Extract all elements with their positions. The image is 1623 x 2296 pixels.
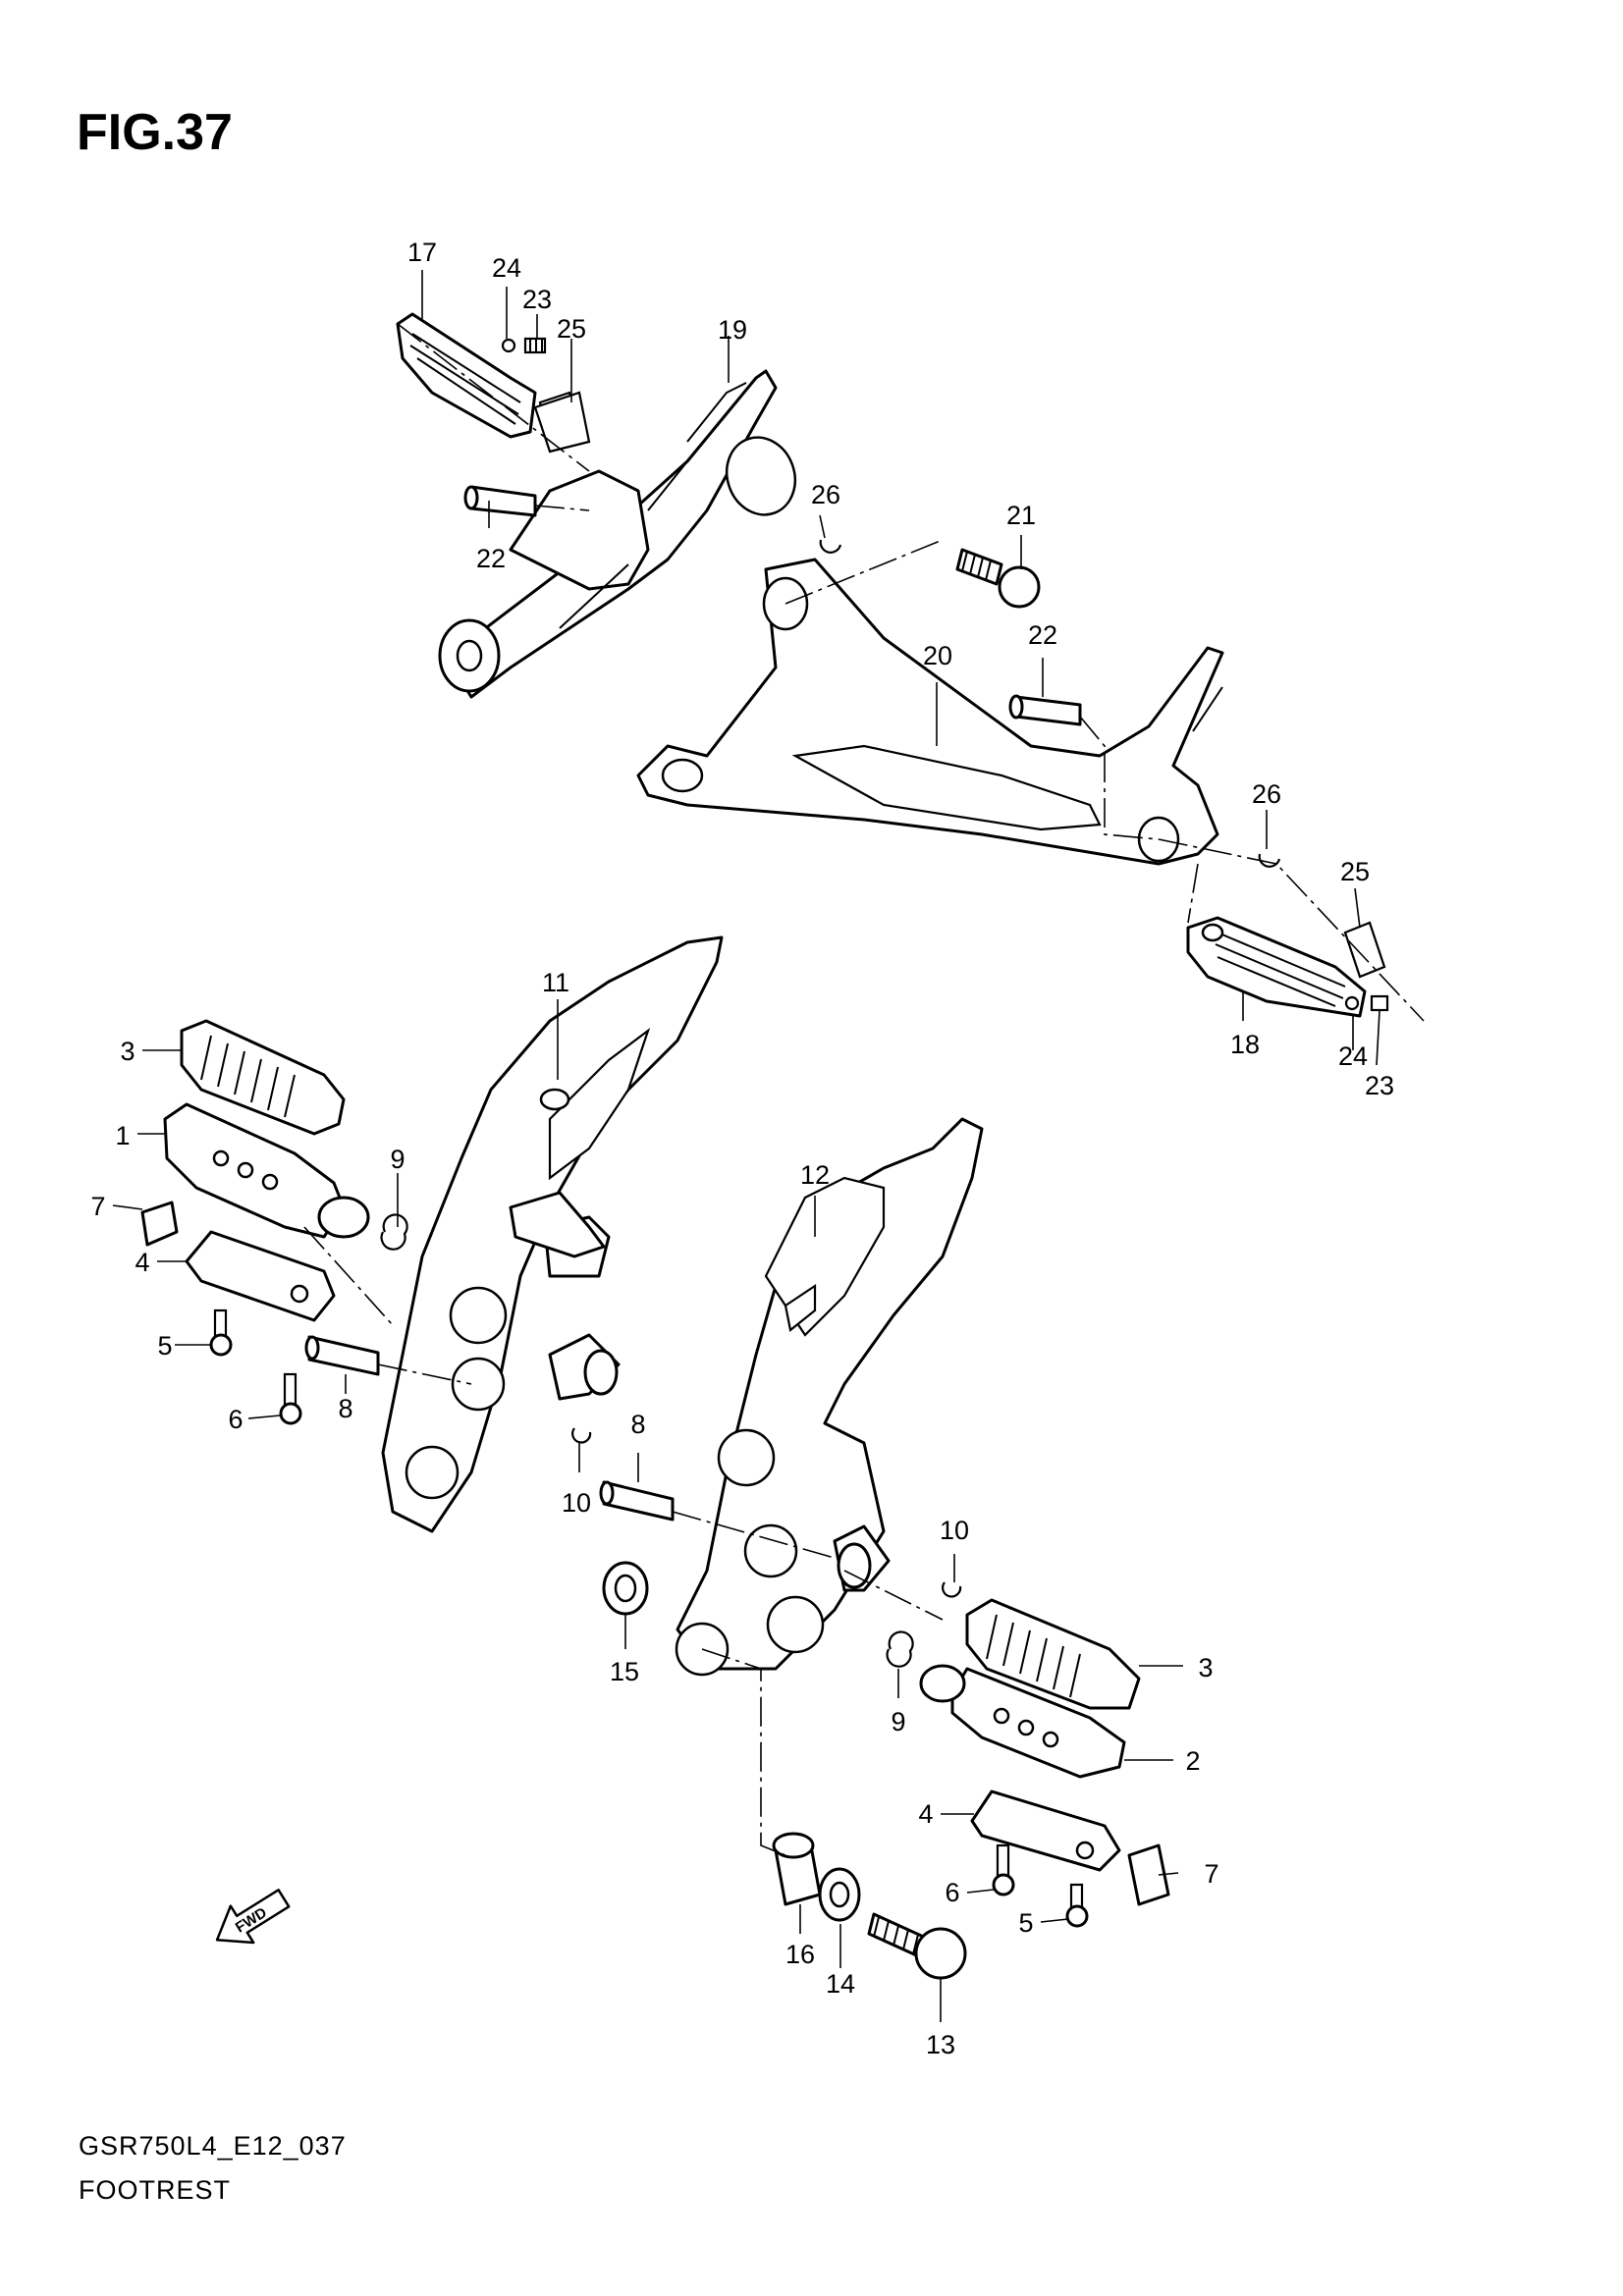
callout-17: 17	[407, 238, 437, 267]
callout-19: 19	[718, 315, 747, 345]
callout-5: 5	[157, 1331, 172, 1361]
callout-25: 25	[557, 314, 586, 344]
front-right-screw-6	[992, 1843, 1015, 1896]
callout-4: 4	[918, 1799, 933, 1829]
callout-2: 2	[1185, 1746, 1200, 1776]
callout-26: 26	[811, 480, 840, 509]
callout-20: 20	[923, 641, 952, 670]
callout-4: 4	[135, 1248, 149, 1277]
rear-left-bracket-19	[438, 369, 797, 699]
rear-right-bracket-20	[636, 558, 1224, 866]
callout-labels: 17 24 23 25 19 26 21 22 22 20 26 25 18 2…	[90, 238, 1394, 2059]
callout-10: 10	[562, 1488, 591, 1518]
callout-8: 8	[338, 1394, 352, 1423]
bolt-13	[867, 1912, 967, 1980]
callout-1: 1	[115, 1121, 130, 1150]
callout-24: 24	[492, 253, 521, 283]
rear-right-spring-23	[1370, 994, 1389, 1012]
callout-7: 7	[1204, 1859, 1218, 1889]
assembly-centerlines	[303, 323, 1425, 1856]
callout-9: 9	[390, 1145, 405, 1174]
callout-13: 13	[926, 2030, 955, 2059]
rear-right-pivot-pin-22	[1008, 694, 1082, 726]
callout-9: 9	[891, 1707, 905, 1736]
front-left-screw-5	[209, 1308, 233, 1357]
callout-12: 12	[800, 1160, 830, 1190]
rear-left-pivot-pin-22	[463, 485, 537, 517]
front-left-rubber-3	[180, 1019, 346, 1136]
front-right-bracket-12	[675, 1117, 984, 1677]
callout-3: 3	[120, 1037, 135, 1066]
callout-23: 23	[522, 285, 552, 314]
rear-bolt-21	[955, 548, 1041, 609]
fwd-direction-arrow: FWD	[215, 1889, 291, 1945]
rear-left-circlip-26	[819, 539, 842, 554]
front-right-circlip-10	[942, 1581, 962, 1598]
front-right-spring-9	[886, 1630, 914, 1668]
callout-7: 7	[90, 1192, 105, 1221]
callout-3: 3	[1198, 1653, 1213, 1682]
callout-24: 24	[1338, 1041, 1368, 1071]
washer-14	[818, 1867, 861, 1922]
front-left-footrest-1	[163, 1102, 370, 1239]
rear-right-plate-25	[1343, 921, 1386, 979]
callout-22: 22	[476, 544, 506, 573]
leader-lines	[112, 270, 1380, 2022]
callout-14: 14	[826, 1969, 855, 1999]
callout-18: 18	[1230, 1030, 1260, 1059]
collar-16	[772, 1832, 822, 1906]
model-code: GSR750L4_E12_037	[79, 2131, 347, 2161]
front-right-footrest-2	[919, 1664, 1126, 1779]
callout-23: 23	[1365, 1071, 1394, 1100]
rear-left-spring-23	[523, 337, 547, 354]
front-left-guard-4	[185, 1230, 336, 1322]
section-name: FOOTREST	[79, 2175, 231, 2205]
rear-right-footrest-18	[1186, 916, 1367, 1018]
callout-6: 6	[228, 1405, 243, 1434]
callout-21: 21	[1006, 501, 1036, 530]
rear-right-ball-24	[1344, 995, 1360, 1011]
callout-26: 26	[1252, 779, 1281, 809]
callout-5: 5	[1018, 1908, 1033, 1938]
front-left-spring-9	[380, 1213, 408, 1251]
front-left-bracket-11	[381, 935, 724, 1533]
front-right-screw-5	[1065, 1883, 1089, 1928]
callout-8: 8	[630, 1410, 645, 1439]
front-left-pin-8	[304, 1335, 380, 1376]
callout-16: 16	[785, 1940, 815, 1969]
front-left-circlip-10	[571, 1427, 592, 1444]
front-left-plug-7	[140, 1201, 179, 1247]
callout-22: 22	[1028, 620, 1057, 650]
front-left-screw-6	[279, 1372, 302, 1425]
callout-15: 15	[610, 1657, 639, 1686]
rear-left-ball-24	[501, 338, 516, 353]
washer-15	[602, 1561, 649, 1616]
figure-title: FIG.37	[77, 104, 233, 161]
callout-11: 11	[542, 968, 569, 997]
front-right-pin-8	[599, 1480, 675, 1522]
front-right-guard-4	[970, 1789, 1121, 1872]
front-right-rubber-3	[965, 1598, 1141, 1710]
front-right-plug-7	[1127, 1843, 1170, 1906]
callout-25: 25	[1340, 857, 1370, 886]
callout-10: 10	[940, 1516, 969, 1545]
callout-6: 6	[945, 1878, 959, 1907]
